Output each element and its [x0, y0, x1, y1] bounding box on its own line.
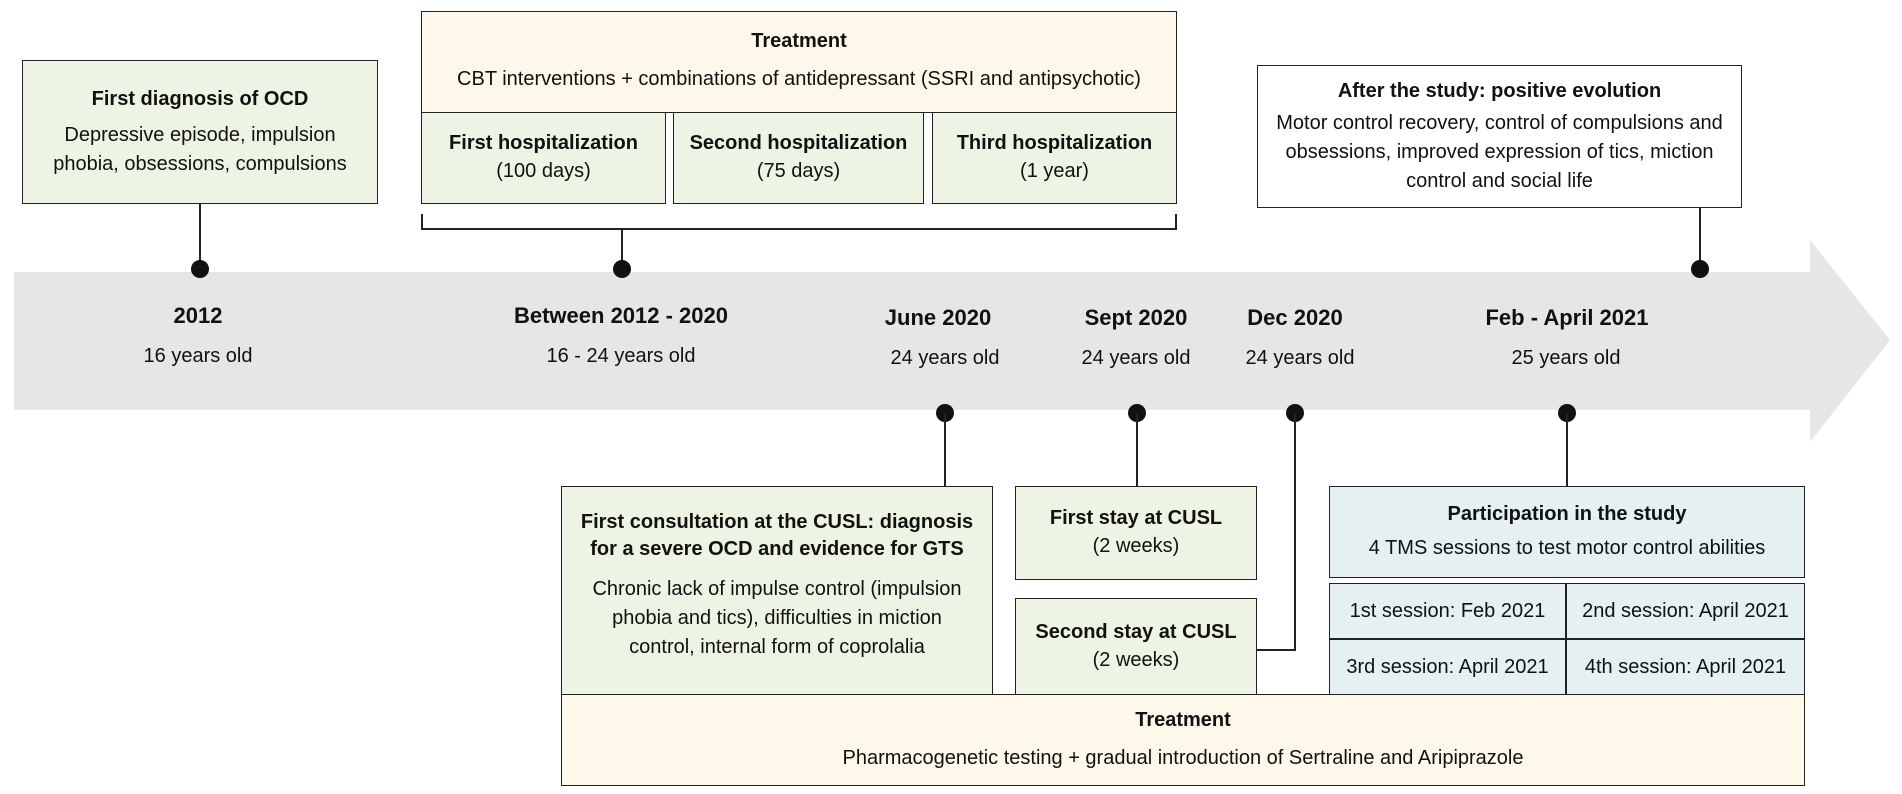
third-hospitalization-title: Third hospitalization — [956, 132, 1153, 154]
treatment-top-box: Treatment CBT interventions + combinatio… — [421, 11, 1177, 113]
timeline-dot-feb2021 — [1558, 404, 1576, 422]
after-study-title: After the study: positive evolution — [1337, 79, 1662, 102]
session-4-box: 4th session: April 2021 — [1566, 639, 1805, 696]
treatment-top-title: Treatment — [751, 30, 847, 52]
session-3-box: 3rd session: April 2021 — [1329, 639, 1566, 696]
timeline-dot-sept2020 — [1128, 404, 1146, 422]
treatment-bottom-description: Pharmacogenetic testing + gradual introd… — [842, 747, 1524, 769]
connector-between — [621, 230, 623, 270]
after-study-box: After the study: positive evolution Moto… — [1257, 65, 1742, 208]
event-year-between: Between 2012 - 2020 — [513, 303, 729, 328]
participation-description: 4 TMS sessions to test motor control abi… — [1368, 537, 1766, 559]
treatment-bottom-box: Treatment Pharmacogenetic testing + grad… — [561, 694, 1805, 786]
event-year-june2020: June 2020 — [884, 305, 992, 330]
second-hospitalization-box: Second hospitalization (75 days) — [673, 112, 924, 204]
first-stay-title: First stay at CUSL — [1049, 507, 1223, 529]
second-hospitalization-duration: (75 days) — [756, 160, 841, 182]
session-1-label: 1st session: Feb 2021 — [1349, 599, 1546, 622]
event-age-feb2021: 25 years old — [1511, 347, 1621, 369]
first-consultation-description: Chronic lack of impulse control (impulsi… — [592, 578, 962, 658]
timeline-dot-june2020 — [936, 404, 954, 422]
session-2-label: 2nd session: April 2021 — [1582, 599, 1789, 622]
second-stay-box: Second stay at CUSL (2 weeks) — [1015, 598, 1257, 696]
second-hospitalization-title: Second hospitalization — [689, 132, 908, 154]
connector-june2020 — [944, 414, 946, 486]
timeline-dot-between — [613, 260, 631, 278]
event-year-feb2021: Feb - April 2021 — [1485, 305, 1649, 330]
event-age-dec2020: 24 years old — [1245, 347, 1355, 369]
first-hospitalization-title: First hospitalization — [449, 132, 638, 154]
first-consultation-title: First consultation at the CUSL: diagnosi… — [580, 511, 974, 560]
second-stay-title: Second stay at CUSL — [1035, 621, 1237, 643]
treatment-bottom-title: Treatment — [1135, 709, 1231, 731]
third-hospitalization-box: Third hospitalization (1 year) — [932, 112, 1177, 204]
session-2-box: 2nd session: April 2021 — [1566, 583, 1805, 639]
event-year-sept2020: Sept 2020 — [1084, 305, 1188, 330]
third-hospitalization-duration: (1 year) — [1020, 160, 1089, 182]
first-consultation-box: First consultation at the CUSL: diagnosi… — [561, 486, 993, 696]
first-stay-duration: (2 weeks) — [1092, 535, 1180, 557]
connector-sept2020 — [1136, 414, 1138, 486]
hospitalization-bracket — [421, 214, 1177, 230]
timeline-dot-dec2020 — [1286, 404, 1304, 422]
first-diagnosis-description: Depressive episode, impulsion phobia, ob… — [53, 123, 347, 175]
connector-2012 — [199, 204, 201, 270]
connector-after-study — [1699, 208, 1701, 270]
connector-feb2021 — [1566, 414, 1568, 486]
connector-dec2020-horizontal — [1256, 649, 1296, 651]
timeline-dot-2012 — [191, 260, 209, 278]
participation-box: Participation in the study 4 TMS session… — [1329, 486, 1805, 578]
first-diagnosis-title: First diagnosis of OCD — [91, 87, 309, 110]
connector-dec2020 — [1294, 414, 1296, 650]
first-diagnosis-box: First diagnosis of OCD Depressive episod… — [22, 60, 378, 204]
second-stay-duration: (2 weeks) — [1092, 649, 1180, 671]
event-age-between: 16 - 24 years old — [546, 345, 696, 367]
after-study-description: Motor control recovery, control of compu… — [1276, 111, 1723, 192]
session-3-label: 3rd session: April 2021 — [1346, 656, 1549, 678]
event-year-dec2020: Dec 2020 — [1247, 305, 1343, 330]
event-age-june2020: 24 years old — [890, 347, 1000, 369]
event-year-2012: 2012 — [173, 303, 223, 328]
event-age-2012: 16 years old — [143, 345, 253, 367]
timeline-dot-after-study — [1691, 260, 1709, 278]
first-stay-box: First stay at CUSL (2 weeks) — [1015, 486, 1257, 580]
event-age-sept2020: 24 years old — [1081, 347, 1191, 369]
participation-title: Participation in the study — [1447, 503, 1687, 525]
treatment-top-description: CBT interventions + combinations of anti… — [457, 68, 1141, 90]
session-4-label: 4th session: April 2021 — [1584, 656, 1787, 678]
first-hospitalization-duration: (100 days) — [496, 160, 591, 182]
session-1-box: 1st session: Feb 2021 — [1329, 583, 1566, 639]
first-hospitalization-box: First hospitalization (100 days) — [421, 112, 666, 204]
